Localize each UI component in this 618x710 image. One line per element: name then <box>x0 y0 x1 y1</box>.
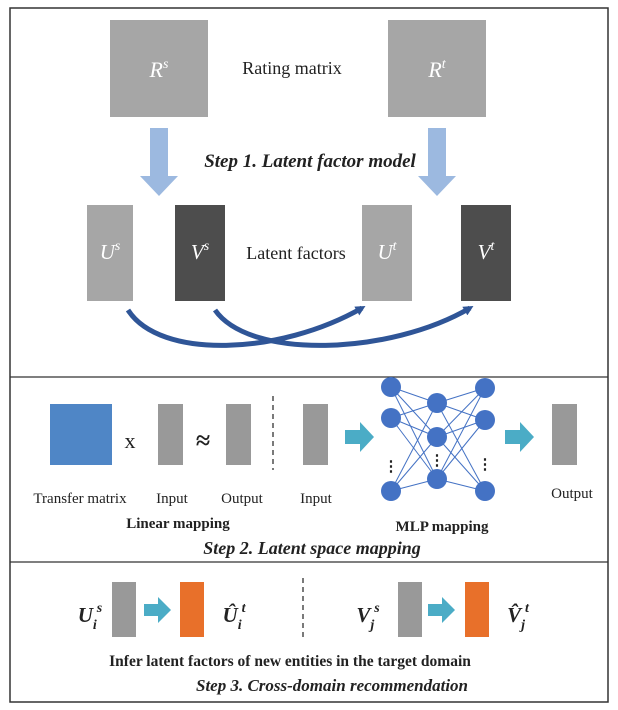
mlp-ellipsis-1: ⋮ <box>384 459 399 475</box>
down-arrow-target <box>418 128 456 196</box>
mlp-edge <box>436 436 486 492</box>
linear-output-vector <box>226 404 251 465</box>
infer-label: Infer latent factors of new entities in … <box>109 653 471 670</box>
mlp-edge <box>436 402 486 492</box>
linear-input-label: Input <box>156 491 188 507</box>
ui-arrow <box>144 597 171 623</box>
ui-t-hat-label: Ûit <box>223 601 247 633</box>
vj-s-label: Vjs <box>356 601 380 633</box>
times-symbol: x <box>125 428 136 453</box>
approx-symbol: ≈ <box>196 426 210 455</box>
latent-factors-label: Latent factors <box>246 243 345 263</box>
vj-arrow <box>428 597 455 623</box>
ui-t-vector <box>180 582 204 637</box>
target-item-factors-label: Vt <box>478 239 496 264</box>
linear-mapping-label: Linear mapping <box>126 516 230 532</box>
mlp-edge <box>390 386 438 438</box>
step2-label: Step 2. Latent space mapping <box>203 538 421 558</box>
step1-label: Step 1. Latent factor model <box>204 151 416 172</box>
mlp-network <box>381 377 495 501</box>
mlp-output-label: Output <box>551 486 594 502</box>
mlp-edge <box>390 417 438 480</box>
mlp-node <box>427 393 447 413</box>
step3-label: Step 3. Cross-domain recommendation <box>196 676 468 695</box>
source-rating-matrix-label: Rs <box>149 57 169 82</box>
mlp-node <box>381 481 401 501</box>
mlp-node <box>475 410 495 430</box>
panel-latent-factor-model: Rs Rating matrix Rt Step 1. Latent facto… <box>87 20 511 348</box>
mlp-edge <box>436 387 486 438</box>
mlp-input-label: Input <box>300 491 332 507</box>
mlp-node <box>427 427 447 447</box>
source-user-factors <box>87 205 133 301</box>
source-item-factors <box>175 205 225 301</box>
mlp-ellipsis-2: ⋮ <box>430 453 445 469</box>
mlp-node <box>475 378 495 398</box>
target-user-factors <box>362 205 412 301</box>
target-user-factors-label: Ut <box>377 239 397 264</box>
source-rating-matrix <box>110 20 208 117</box>
mlp-edge <box>390 436 438 492</box>
mlp-ellipsis-3: ⋮ <box>478 457 493 473</box>
mlp-arrow-in <box>345 422 374 452</box>
vj-s-vector <box>398 582 422 637</box>
mlp-node <box>427 469 447 489</box>
mlp-node <box>475 481 495 501</box>
target-rating-matrix-label: Rt <box>427 57 446 82</box>
mlp-edge <box>390 386 438 480</box>
vj-t-vector <box>465 582 489 637</box>
mlp-node <box>381 408 401 428</box>
outer-frame <box>9 7 609 703</box>
transfer-matrix <box>50 404 112 465</box>
ui-s-vector <box>112 582 136 637</box>
mlp-mapping-label: MLP mapping <box>396 519 489 535</box>
curve-arrow-vs-to-vt <box>212 305 474 348</box>
mlp-node <box>381 377 401 397</box>
mlp-input-vector <box>303 404 328 465</box>
curve-arrow-us-to-ut <box>125 305 366 348</box>
mlp-output-vector <box>552 404 577 465</box>
source-item-factors-label: Vs <box>191 239 210 264</box>
rating-matrix-label: Rating matrix <box>242 58 341 78</box>
target-rating-matrix <box>388 20 486 117</box>
panel-latent-space-mapping: x ≈ Transfer matrix Input Output Linear … <box>33 377 594 558</box>
mlp-edge <box>436 387 486 480</box>
source-user-factors-label: Us <box>100 239 121 264</box>
transfer-matrix-label: Transfer matrix <box>33 491 127 507</box>
linear-input-vector <box>158 404 183 465</box>
ui-s-label: Uis <box>78 601 103 633</box>
down-arrow-source <box>140 128 178 196</box>
vj-t-hat-label: V̂jt <box>507 601 530 633</box>
linear-output-label: Output <box>221 491 264 507</box>
mlp-edge <box>390 402 438 492</box>
target-item-factors <box>461 205 511 301</box>
mlp-edge <box>436 419 486 480</box>
mlp-arrow-out <box>505 422 534 452</box>
panel-cross-domain-recommendation: Uis Ûit Vjs V̂jt Infer latent factors of… <box>78 578 530 695</box>
